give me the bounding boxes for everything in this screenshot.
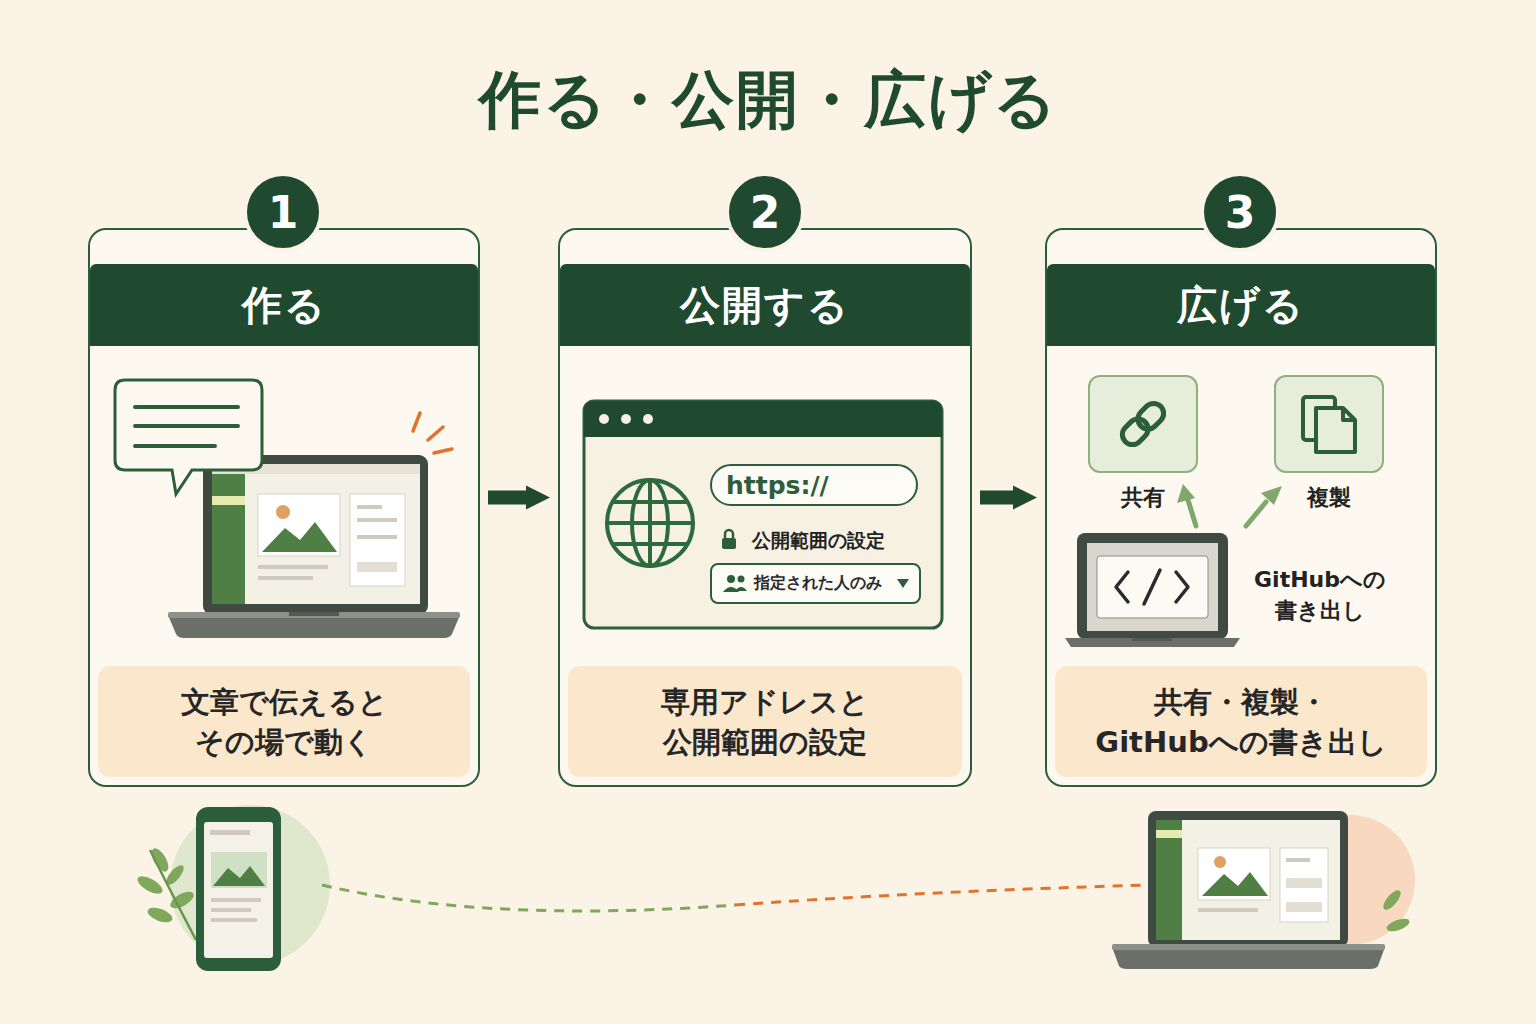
- laptop-illustration: [1380, 888, 1403, 913]
- laptop-illustration: [1280, 848, 1328, 922]
- phone-illustration: [150, 850, 196, 940]
- phone-illustration: [211, 898, 261, 902]
- laptop-illustration: [1198, 908, 1258, 912]
- phone-illustration: [135, 846, 196, 925]
- dashed-link: [322, 885, 1145, 911]
- laptop-illustration: [1214, 856, 1226, 868]
- laptop-illustration: [1385, 916, 1411, 934]
- dashed-link: [322, 885, 735, 911]
- step-card: 共有複製広げる共有・複製・ GitHubへの書き出し: [1045, 228, 1437, 787]
- phone-illustration: [211, 918, 257, 922]
- step-number: 1: [243, 172, 323, 252]
- step-card: 作る文章で伝えると その場で動く: [88, 228, 480, 787]
- diagram-title: 作る・公開・広げる: [0, 52, 1536, 148]
- icon-frame: [1274, 375, 1384, 473]
- step-number-text: 2: [729, 176, 801, 248]
- laptop-illustration: [1286, 902, 1322, 912]
- phone-illustration: [204, 822, 273, 958]
- step-card: https:// 指定された人のみ 公開する専用アドレスと 公開範囲の設定: [558, 228, 972, 787]
- phone-illustration: [148, 846, 171, 875]
- step-number: 3: [1200, 172, 1280, 252]
- laptop-illustration: [1112, 947, 1385, 969]
- phone-illustration: [196, 807, 281, 971]
- laptop-illustration: [1156, 820, 1340, 940]
- url-text: https://: [726, 466, 908, 504]
- icon-frame: [1088, 375, 1198, 473]
- laptop-illustration: [1286, 858, 1310, 862]
- flow-arrow: [488, 491, 526, 505]
- phone-illustration: [211, 908, 251, 912]
- laptop-illustration: [1112, 811, 1415, 969]
- laptop-illustration: [1112, 944, 1385, 950]
- dashed-link: [735, 885, 1145, 905]
- phone-illustration: [168, 888, 197, 911]
- laptop-illustration: [1156, 830, 1182, 838]
- step-heading: 公開する: [560, 264, 970, 346]
- step-heading: 広げる: [1047, 264, 1435, 346]
- step-description: 共有・複製・ GitHubへの書き出し: [1055, 666, 1427, 777]
- flow-arrow: [980, 491, 1013, 505]
- dropdown-text: 指定された人のみ: [754, 565, 891, 602]
- export-label: GitHubへの 書き出し: [1240, 564, 1400, 626]
- step-description: 専用アドレスと 公開範囲の設定: [568, 666, 962, 777]
- step-description: 文章で伝えると その場で動く: [98, 666, 470, 777]
- url-bar: https://: [710, 464, 918, 506]
- phone-illustration: [135, 805, 330, 971]
- laptop-illustration: [1285, 815, 1415, 945]
- step-number: 2: [725, 172, 805, 252]
- icon-caption: 共有: [1068, 483, 1218, 513]
- step-number-text: 1: [247, 176, 319, 248]
- phone-illustration: [135, 873, 165, 897]
- laptop-illustration: [1198, 848, 1270, 900]
- phone-illustration: [211, 852, 267, 888]
- copy-icon-box: 複製: [1274, 375, 1384, 509]
- share-icon-box: 共有: [1088, 375, 1198, 509]
- setting-label: 公開範囲の設定: [752, 526, 932, 554]
- icon-caption: 複製: [1254, 483, 1404, 513]
- laptop-illustration: [1156, 820, 1182, 940]
- phone-illustration: [163, 863, 186, 888]
- laptop-illustration: [1286, 878, 1322, 888]
- phone-illustration: [213, 866, 265, 886]
- step-heading: 作る: [90, 264, 478, 346]
- phone-illustration: [146, 905, 175, 925]
- step-number-text: 3: [1204, 176, 1276, 248]
- phone-illustration: [170, 805, 330, 965]
- laptop-illustration: [1202, 872, 1268, 896]
- laptop-illustration: [1380, 888, 1411, 934]
- laptop-illustration: [1148, 811, 1348, 947]
- phone-illustration: [210, 830, 250, 835]
- scope-dropdown: 指定された人のみ: [710, 563, 921, 604]
